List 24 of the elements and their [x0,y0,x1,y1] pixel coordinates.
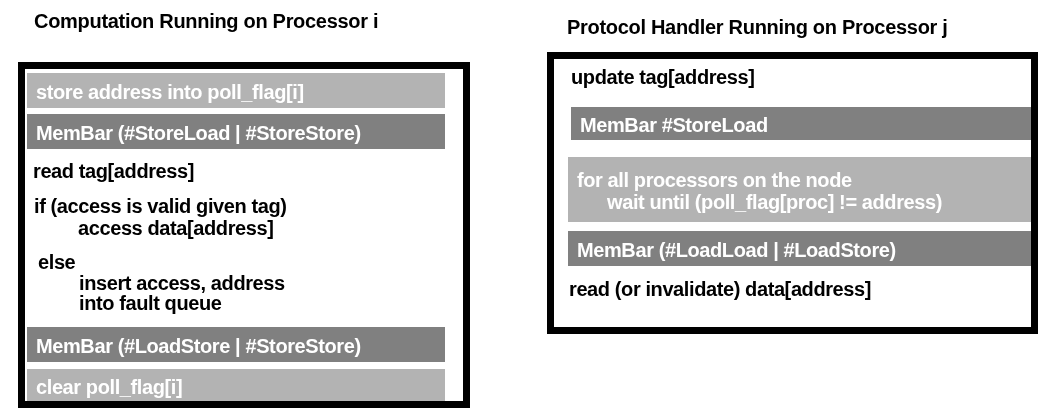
instruction-bar [568,157,1031,222]
code-line: else [38,252,76,272]
instruction-bar [27,73,445,108]
code-line: read (or invalidate) data[address] [569,279,872,299]
bar-text: clear poll_flag[i] [36,375,184,398]
instruction-bar [27,327,445,362]
bar-text: MemBar (#LoadStore | #StoreStore) [36,335,362,357]
code-line: access data[address] [78,218,274,238]
instruction-bar [27,369,445,401]
panel-heading: Computation Running on Processor i [34,10,379,33]
bar-text: for all processors on the node [577,169,853,191]
code-line: read tag[address] [33,161,195,181]
bar-text: MemBar #StoreLoad [580,114,769,136]
code-line: insert access, address into fault queue [79,273,286,313]
bar-text: MemBar (#LoadLoad | #LoadStore) [577,239,897,261]
instruction-bar [568,231,1031,266]
code-line: if (access is valid given tag) [34,196,287,216]
code-line: update tag[address] [571,67,755,87]
instruction-bar [571,107,1031,140]
panel-heading: Protocol Handler Running on Processor j [567,16,948,39]
bar-text: MemBar (#StoreLoad | #StoreStore) [36,122,362,144]
bar-text: wait until (poll_flag[proc] != address) [606,191,943,213]
instruction-bar [27,114,445,149]
bar-text: store address into poll_flag[i] [36,81,305,103]
